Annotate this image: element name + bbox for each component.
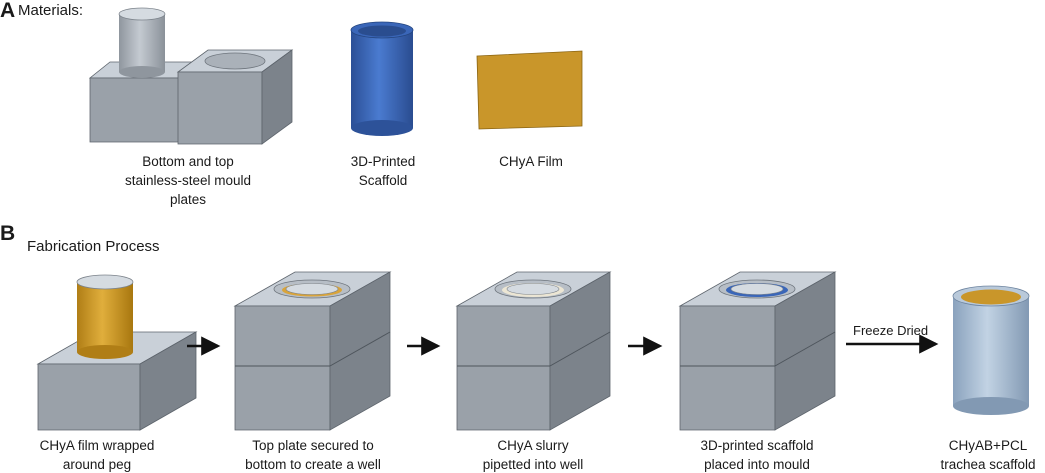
caption-step-5: CHyAB+PCL trachea scaffold — [940, 438, 1036, 472]
caption-mould-plates: Bottom and top stainless-steel mould pla… — [124, 154, 252, 207]
final-trachea-scaffold — [952, 285, 1030, 415]
chya-film-sheet — [476, 50, 583, 130]
caption-step-3: CHyA slurry pipetted into well — [482, 438, 584, 472]
freeze-dried-label: Freeze Dried — [853, 323, 929, 338]
caption-chya-film: CHyA Film — [499, 154, 563, 169]
step1-wrapped-peg — [76, 274, 134, 359]
caption-step-4: 3D-printed scaffold placed into mould — [700, 438, 814, 472]
top-mould-plate — [176, 49, 294, 145]
mould-peg — [118, 7, 166, 78]
step4-scaffold-mould — [678, 271, 837, 431]
printed-scaffold-tube — [350, 21, 414, 136]
panel-b-title: Fabrication Process — [27, 238, 160, 255]
caption-step-1: CHyA film wrapped around peg — [39, 438, 155, 472]
panel-a-title: Materials: — [18, 2, 84, 19]
caption-printed-scaffold: 3D-Printed Scaffold — [350, 154, 416, 188]
step3-slurry-mould — [455, 271, 612, 431]
caption-step-2: Top plate secured to bottom to create a … — [245, 438, 381, 472]
panel-a-letter: A — [0, 0, 16, 22]
step2-assembled-mould — [233, 271, 392, 431]
panel-b-letter: B — [0, 222, 16, 245]
